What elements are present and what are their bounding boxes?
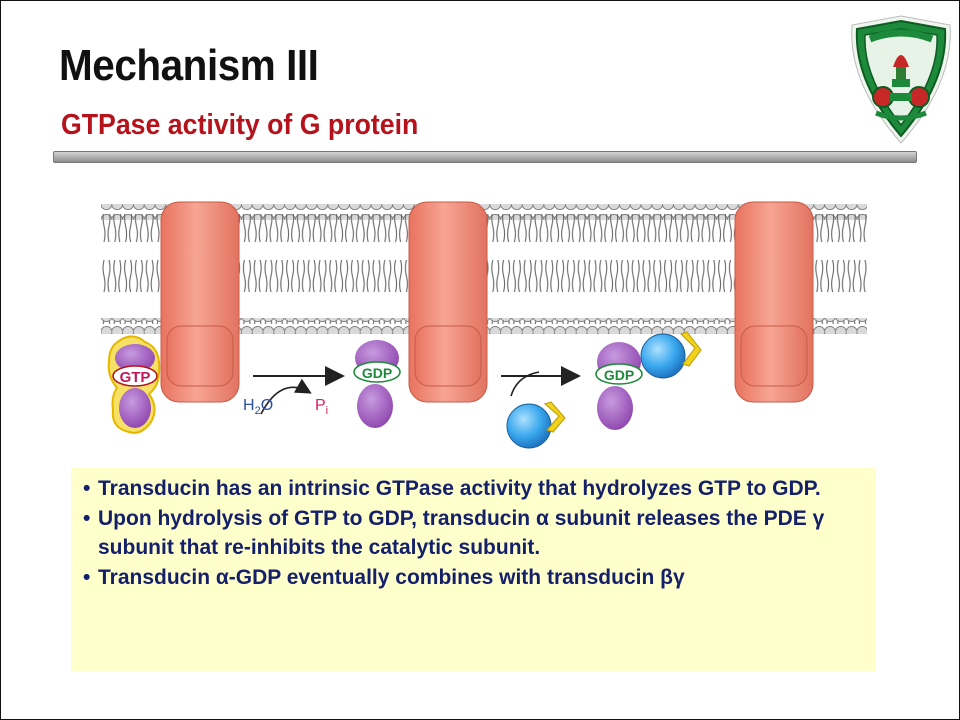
gdp-label-2: GDP — [604, 367, 634, 383]
gdp-label-1: GDP — [362, 365, 392, 381]
bullet-item: Upon hydrolysis of GTP to GDP, transduci… — [83, 504, 856, 563]
slide-subtitle: GTPase activity of G protein — [61, 109, 419, 141]
beta-gamma-free — [506, 401, 566, 449]
university-emblem-logo — [851, 15, 951, 144]
hydrolysis-arrow — [253, 366, 345, 415]
reassociation-arrow — [501, 366, 581, 397]
bullet-item: Transducin α-GDP eventually combines wit… — [83, 563, 856, 593]
gtpase-cycle-diagram: GTP H2O Pi GDP G — [101, 201, 867, 449]
bullet-item: Transducin has an intrinsic GTPase activ… — [83, 474, 856, 504]
slide-title: Mechanism III — [59, 41, 319, 90]
water-label: H2O — [243, 397, 273, 417]
gtp-label: GTP — [120, 369, 151, 386]
explanation-box: Transducin has an intrinsic GTPase activ… — [71, 468, 876, 671]
receptor-3 — [734, 201, 814, 403]
beta-gamma-bound — [640, 331, 702, 379]
bullet-list: Transducin has an intrinsic GTPase activ… — [83, 474, 856, 592]
receptor-1 — [160, 201, 240, 403]
g-alpha-gtp: GTP — [107, 335, 161, 434]
phosphate-label: Pi — [315, 397, 328, 417]
g-alpha-gdp-2: GDP — [595, 342, 643, 430]
g-alpha-gdp-1: GDP — [353, 340, 401, 428]
receptor-2 — [408, 201, 488, 403]
title-divider — [53, 151, 917, 163]
